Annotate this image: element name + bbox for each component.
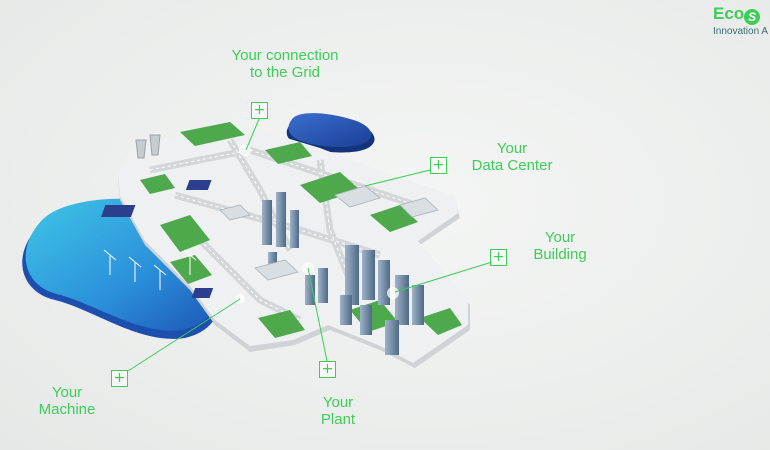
building-hotspot-button[interactable]: + [490,249,507,266]
skyscrapers [262,192,424,355]
brand-name: Eco [713,4,745,23]
wind-turbines [103,249,197,290]
machine-label-line1: Your [51,384,83,401]
grass-patches [140,122,462,338]
plus-icon: + [492,249,505,265]
data-center-label: Your Data Center [466,140,558,174]
plant-label-line2: Plant [320,411,356,428]
plus-icon: + [432,157,445,173]
eco-logo-icon: S [744,9,761,25]
data-center-hotspot-button[interactable]: + [430,157,447,174]
building-label-line2: Building [533,246,587,263]
building-label: Your Building [527,229,593,263]
plant-label: Your Plant [308,394,368,428]
solar-farm [101,180,214,298]
grid-hotspot-button[interactable]: + [251,102,268,119]
plus-icon: + [321,361,334,377]
brand-subtitle: Innovation A [713,26,769,37]
grid-label: Your connection to the Grid [222,47,348,81]
machine-label: Your Machine [32,384,102,418]
connector-lines [127,118,493,372]
plant-hotspot-button[interactable]: + [319,361,336,378]
data-center-label-line1: Your [496,140,528,157]
grid-label-line1: Your connection [231,47,339,64]
machine-label-line2: Machine [38,401,96,418]
cooling-towers [135,134,161,159]
data-center-label-line2: Data Center [471,157,553,174]
grid-label-line2: to the Grid [249,64,321,81]
plus-icon: + [253,102,266,118]
plant-label-line1: Your [322,394,354,411]
building-label-line1: Your [544,229,576,246]
buildings-low [219,185,439,281]
machine-hotspot-button[interactable]: + [111,370,128,387]
reservoir [286,113,375,153]
plus-icon: + [113,370,126,386]
